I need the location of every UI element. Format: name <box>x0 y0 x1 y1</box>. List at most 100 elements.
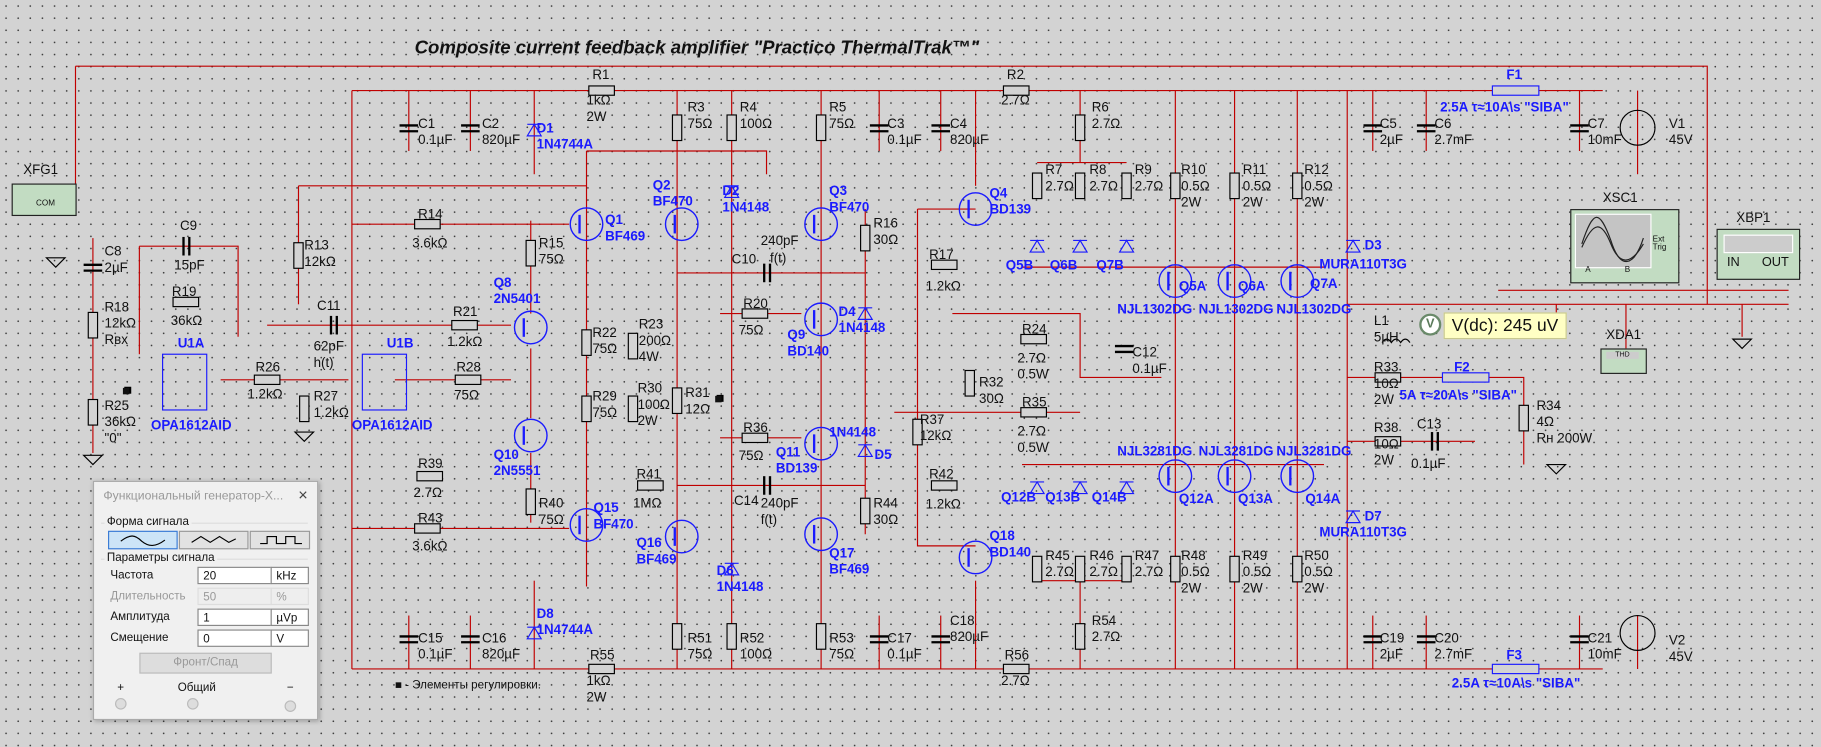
ground-icon <box>293 431 315 443</box>
resistor <box>1374 436 1402 447</box>
label-line: D3 <box>1364 239 1382 254</box>
label-line: Q15 <box>593 501 619 516</box>
label-line: 820µF <box>950 630 989 645</box>
label-line: Q1 <box>605 213 623 228</box>
label-line: 1N4148 <box>838 321 886 336</box>
label-line: 0.1µF <box>1132 362 1167 377</box>
frequency-unit-select[interactable]: kHz <box>270 566 309 585</box>
component-label: 240pF <box>761 233 799 249</box>
square-wave-button[interactable] <box>249 530 311 550</box>
wire <box>916 209 976 547</box>
transistor-icon <box>1217 264 1252 299</box>
label-line: C11 <box>317 299 341 314</box>
resistor <box>1374 372 1402 383</box>
scope-screen-icon <box>1574 213 1652 269</box>
label-line: 12kΩ <box>304 255 336 270</box>
resistor <box>293 242 304 269</box>
resistor <box>726 623 737 650</box>
label-line: Q7B <box>1096 258 1124 273</box>
minus-terminal[interactable] <box>284 700 297 712</box>
distortion-analyzer-xda1[interactable]: THD <box>1600 348 1647 374</box>
label-line: R6 <box>1091 101 1109 115</box>
resistor <box>588 85 615 96</box>
label-line: R31 <box>685 386 710 401</box>
resistor <box>1074 623 1086 650</box>
label-line: U1A <box>177 336 205 351</box>
transistor-icon <box>958 192 993 227</box>
label-line: OPA1612AID <box>150 419 232 434</box>
resistor <box>627 332 639 360</box>
label-line: C4 <box>950 117 968 132</box>
resistor <box>414 218 441 230</box>
resistor <box>726 114 737 142</box>
component-label: U1B <box>387 336 414 352</box>
resistor <box>1074 114 1086 142</box>
function-generator-xfg1[interactable]: COM <box>11 183 77 217</box>
label-line: Q9 <box>787 328 806 343</box>
amplitude-unit-select[interactable]: µVp <box>270 608 309 626</box>
offset-unit-select[interactable]: V <box>270 629 309 647</box>
close-button[interactable]: × <box>298 485 308 505</box>
component-label: 1.2kΩ <box>926 279 961 295</box>
label-line: 100Ω <box>739 648 773 662</box>
frequency-input[interactable]: 20 <box>197 566 272 585</box>
component-label: 2.7Ω <box>1001 674 1030 690</box>
label-line: 0.5Ω <box>1181 565 1210 580</box>
label-line: NJL3281DG <box>1117 444 1193 459</box>
triangle-wave-button[interactable] <box>178 530 249 550</box>
sine-wave-button[interactable] <box>108 530 178 550</box>
label-line: R16 <box>873 217 898 232</box>
label-line: R47 <box>1134 549 1160 564</box>
label-line: R52 <box>739 631 765 646</box>
component-label: D7 <box>1365 509 1382 525</box>
label-line: XBP1 <box>1736 211 1771 226</box>
plus-terminal[interactable] <box>114 698 127 710</box>
offset-input[interactable]: 0 <box>197 629 272 647</box>
transistor-icon <box>1217 459 1252 494</box>
label-line: 1.2kΩ <box>925 279 961 294</box>
resistor <box>1518 404 1529 432</box>
component-label: R39 <box>418 456 443 472</box>
label-line: BF469 <box>829 563 870 578</box>
label-line: R49 <box>1242 549 1268 564</box>
label-line: 2.7Ω <box>1017 351 1046 366</box>
component-label: 3.6kΩ <box>412 236 447 252</box>
common-terminal[interactable] <box>186 698 199 710</box>
diode-icon <box>723 562 740 576</box>
channel-a-label: A <box>1585 265 1591 275</box>
label-line: 2W <box>1304 581 1325 596</box>
amplitude-input[interactable]: 1 <box>197 608 272 626</box>
bode-plotter-xbp1[interactable]: IN OUT <box>1716 228 1801 280</box>
label-line: 75Ω <box>538 253 564 268</box>
label-line: C9 <box>180 219 198 234</box>
diode-icon <box>857 306 874 320</box>
component-label: R42 <box>929 467 954 483</box>
label-line: R41 <box>636 468 661 482</box>
label-line: Q13B <box>1045 491 1081 506</box>
resistor <box>87 311 99 339</box>
oscilloscope-xsc1[interactable]: Ext Trig A B <box>1570 209 1680 284</box>
component-label: C11 <box>317 298 341 314</box>
voltage-probe-icon[interactable]: V <box>1419 313 1442 336</box>
label-line: R2 <box>1006 68 1025 83</box>
label-line: R19 <box>171 285 197 300</box>
label-line: R55 <box>589 649 615 664</box>
resistor <box>525 239 536 267</box>
resistor <box>1292 555 1303 583</box>
label-line: R39 <box>418 457 443 472</box>
function-generator-dialog[interactable]: Функциональный генератор-X... × Форма си… <box>92 480 319 721</box>
component-label: R1 <box>592 67 609 83</box>
label-line: 0.5Ω <box>1242 565 1272 580</box>
label-line: R7 <box>1045 163 1063 178</box>
label-line: C6 <box>1434 117 1452 132</box>
